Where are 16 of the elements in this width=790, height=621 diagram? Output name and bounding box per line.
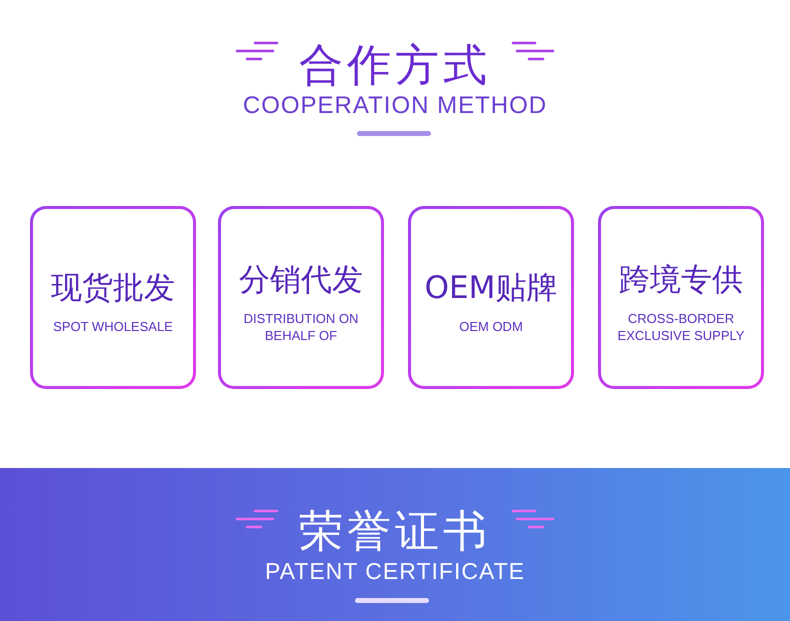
option-card <box>408 206 574 389</box>
card-title: 现货批发 <box>51 269 175 308</box>
card-subtitle: CROSS-BORDER EXCLUSIVE SUPPLY <box>616 310 746 344</box>
card-title: 分销代发 <box>239 260 363 300</box>
card-subtitle: SPOT WHOLESALE <box>52 319 174 336</box>
card-subtitle: DISTRIBUTION ON BEHALF OF <box>242 310 360 344</box>
section-title: 合作方式 <box>299 40 491 91</box>
card-title: 跨境专供 <box>619 260 743 300</box>
section-title: 荣誉证书 <box>299 506 491 557</box>
option-card <box>218 206 384 389</box>
section-subtitle: PATENT CERTIFICATE <box>265 558 525 584</box>
section-subtitle: COOPERATION METHOD <box>242 92 548 119</box>
card-subtitle: OEM ODM <box>458 319 524 336</box>
option-card <box>30 206 196 389</box>
card-title: OEM贴牌 <box>424 269 558 308</box>
option-card <box>598 206 764 389</box>
